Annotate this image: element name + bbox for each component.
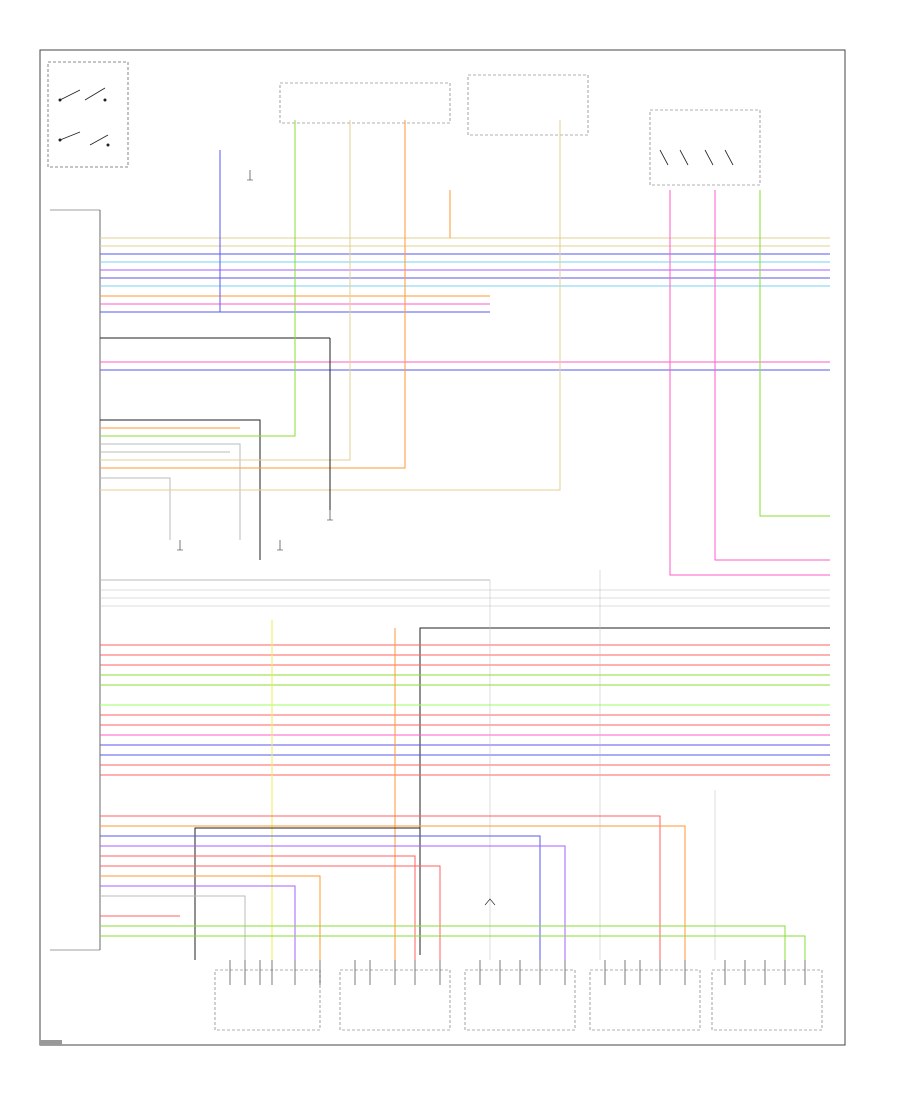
diagram-frame — [39, 49, 846, 1046]
wires-upper — [100, 237, 830, 371]
footer-marker — [40, 1040, 62, 1045]
relay-box-right — [649, 109, 761, 186]
fuse-icon — [177, 170, 496, 906]
wires-bottom — [100, 815, 806, 960]
wires-vertical-top — [219, 150, 830, 576]
wires-middle — [100, 120, 561, 560]
wires-lower-vertical — [194, 570, 716, 960]
wires-lower — [100, 579, 830, 955]
relay-switch-icon — [659, 149, 734, 166]
fuse-block-dashed — [279, 82, 451, 124]
ground-icon — [229, 960, 806, 985]
fuse-block-right — [467, 74, 589, 136]
connector-modules — [214, 969, 823, 1031]
ignition-switch-block — [47, 61, 129, 168]
